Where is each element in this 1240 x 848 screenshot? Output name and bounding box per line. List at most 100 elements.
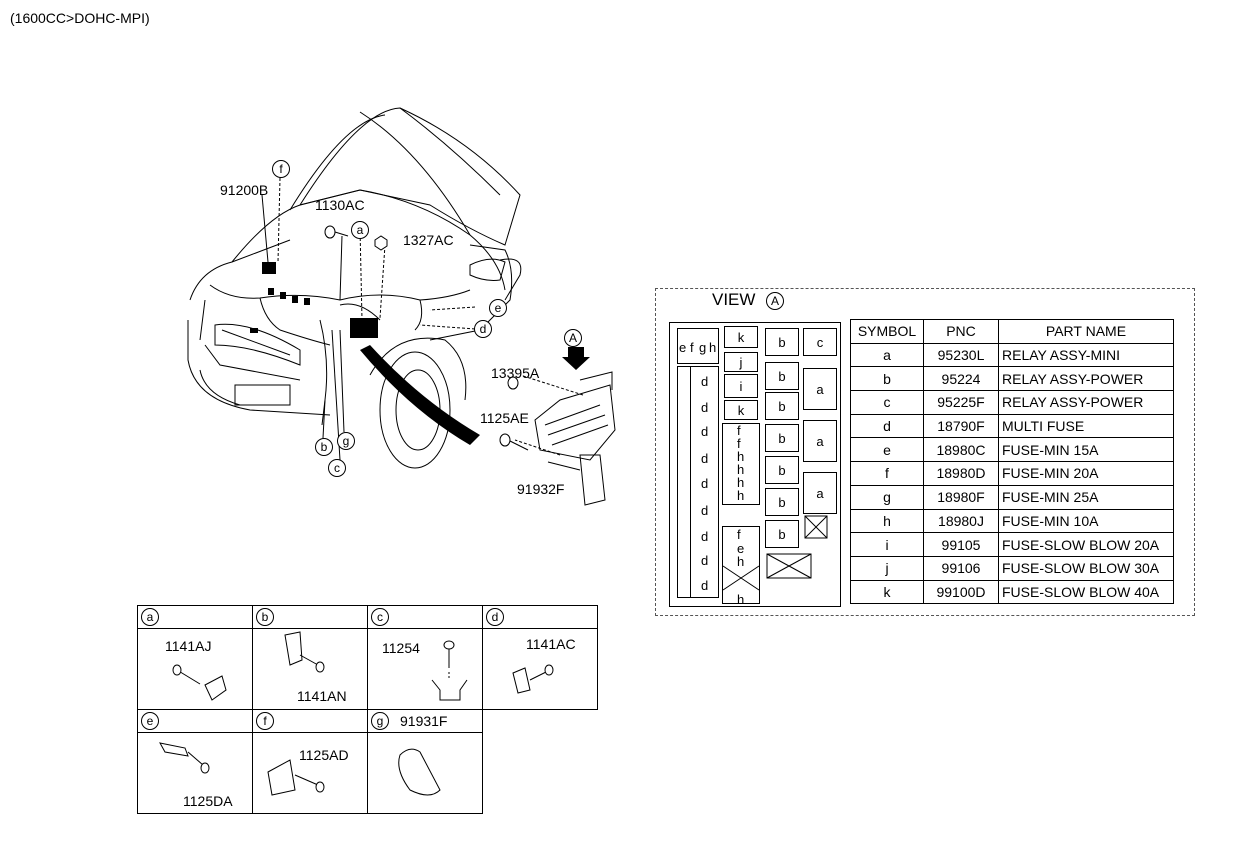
mini-fuse-stack [722,423,760,505]
label-13395A: 13395A [491,365,540,381]
cell-symbol: j [850,555,924,581]
fuse-f: f [737,527,741,542]
view-a-panel [655,288,1195,616]
relay-a: a [803,472,837,514]
detail-cell-c: c 11254 [367,605,483,710]
detail-letter-f: f [256,712,274,730]
cell-symbol: d [850,413,924,439]
cell-part-name: FUSE-MIN 20A [998,461,1174,486]
fuse-j: j [724,352,758,372]
cell-symbol: c [850,390,924,415]
fuse-f: f [690,340,694,355]
relay-b: b [765,488,799,516]
cell-pnc: 95224 [923,366,999,392]
fuse-d: d [701,529,709,544]
label-1125AE: 1125AE [480,410,529,426]
detail-cell-b: b 1141AN [252,605,368,710]
fuse-g: g [699,340,707,355]
cell-part-name: RELAY ASSY-POWER [998,390,1174,415]
fuse-f: f [737,436,741,451]
cell-part-name: MULTI FUSE [998,413,1174,439]
cell-symbol: g [850,484,924,510]
detail-cell-d: d 1141AC [482,605,598,710]
detail-letter-b: b [256,608,274,626]
diagram-header: (1600CC>DOHC-MPI) [10,10,150,26]
fuse-h: h [737,449,745,464]
detail-part-g: 91931F [400,713,448,729]
fuse-d: d [701,476,709,491]
cell-pnc: 99100D [923,579,999,605]
cell-part-name: FUSE-MIN 25A [998,484,1174,510]
cell-symbol: f [850,461,924,486]
cell-part-name: FUSE-SLOW BLOW 20A [998,532,1174,557]
cell-symbol: k [850,579,924,605]
fuse-k: k [724,400,758,420]
callout-d: d [474,320,492,338]
label-1327AC: 1327AC [403,232,454,248]
relay-b: b [765,362,799,390]
cell-part-name: RELAY ASSY-POWER [998,366,1174,392]
detail-part-d: 1141AC [526,636,576,652]
detail-cell-g: g 91931F [367,709,483,814]
detail-letter-e: e [141,712,159,730]
fuse-group-efgh [677,328,719,364]
detail-part-b: 1141AN [297,688,347,704]
fuse-h: h [737,488,745,503]
fuse-h: h [709,340,717,355]
fuse-d: d [701,578,709,593]
fuse-d: d [701,553,709,568]
relay-a: a [803,420,837,462]
cell-symbol: h [850,508,924,534]
fuse-h: h [737,554,745,569]
fuse-box-outline [669,322,841,607]
detail-letter-a: a [141,608,159,626]
cell-part-name: FUSE-SLOW BLOW 30A [998,555,1174,581]
fuse-k: k [724,326,758,348]
fuse-d: d [701,424,709,439]
fuse-h: h [737,592,745,607]
cell-part-name: FUSE-MIN 15A [998,437,1174,463]
fuse-d: d [701,503,709,518]
col-part-name: PART NAME [998,319,1174,344]
fuse-f: f [737,423,741,438]
cell-part-name: FUSE-SLOW BLOW 40A [998,579,1174,605]
cell-pnc: 18980C [923,437,999,463]
mini-fuse-stack-2 [722,526,760,604]
cell-part-name: FUSE-MIN 10A [998,508,1174,534]
detail-letter-g: g [371,712,389,730]
table-header-row: SYMBOL PNC PART NAME [850,319,1174,344]
fuse-d: d [701,400,709,415]
relay-b: b [765,328,799,356]
label-91932F: 91932F [517,481,565,497]
fuse-e: e [737,541,745,556]
view-letter-circle: A [766,292,784,310]
callout-b: b [315,438,333,456]
detail-part-c: 11254 [382,640,420,656]
callout-view-A: A [564,329,582,347]
cell-pnc: 18980D [923,461,999,486]
fuse-e: e [679,340,687,355]
callout-e: e [489,299,507,317]
callout-a: a [351,221,369,239]
fuse-i: i [724,374,758,398]
cell-part-name: RELAY ASSY-MINI [998,342,1174,368]
relay-b: b [765,520,799,548]
fuse-d: d [701,374,709,389]
cell-pnc: 18790F [923,413,999,439]
col-pnc: PNC [923,319,999,344]
relay-c: c [803,328,837,356]
fuse-d: d [701,451,709,466]
fuse-h: h [737,462,745,477]
view-title: VIEW [712,290,756,309]
